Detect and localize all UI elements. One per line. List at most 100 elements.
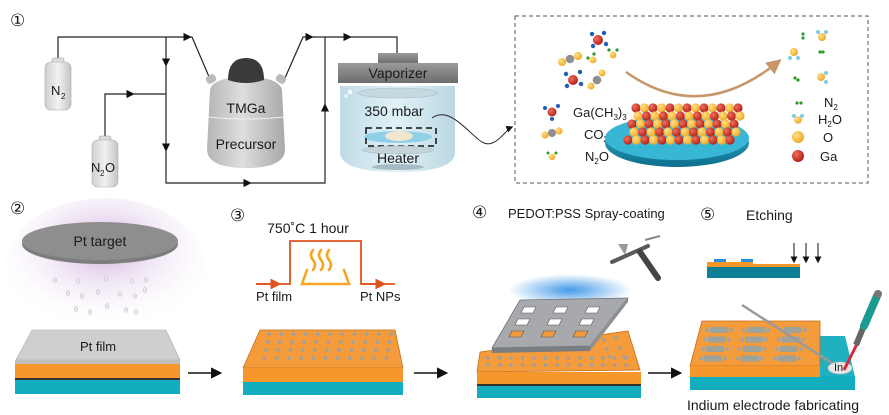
- pt-nanoparticle: [509, 363, 513, 367]
- pedot-electrode: [741, 355, 759, 362]
- ga-atom: [631, 103, 641, 113]
- o-atom: [663, 127, 673, 137]
- pt-nanoparticle: [799, 347, 803, 351]
- o-atom: [701, 111, 711, 121]
- plasma-glow: [5, 198, 205, 338]
- pt-particle: [144, 277, 148, 283]
- pt-nanoparticle: [486, 363, 490, 367]
- pedot-electrode: [706, 346, 724, 352]
- pedot-electrode: [747, 327, 765, 333]
- pt-nanoparticle: [323, 356, 328, 360]
- pt-nanoparticle: [566, 363, 571, 367]
- mask-hole: [584, 306, 601, 314]
- pt-particle: [105, 303, 109, 309]
- pt-nanoparticle: [532, 363, 536, 367]
- heater-icon: [300, 248, 351, 286]
- o-atom: [686, 119, 697, 129]
- step-2-label: ②: [10, 199, 25, 218]
- pt-particle: [53, 277, 57, 283]
- o-atom: [652, 119, 663, 129]
- pt-nanoparticle: [803, 328, 807, 332]
- pt-nanoparticle: [509, 356, 513, 360]
- pt-nanoparticle: [801, 337, 805, 342]
- pt-particle: [118, 291, 122, 297]
- indium-label: In: [834, 362, 843, 374]
- pt-nanoparticle: [340, 332, 345, 336]
- pt-nanoparticle: [337, 348, 342, 352]
- pt-nanoparticle: [612, 356, 617, 360]
- ga-atom: [675, 111, 686, 121]
- step-5-label: ⑤: [700, 205, 715, 224]
- svg-text:N: N: [91, 160, 100, 175]
- ga-atom: [716, 103, 726, 113]
- svg-text:2: 2: [61, 92, 66, 101]
- o-atom: [629, 127, 639, 137]
- pt-nanoparticle: [532, 356, 536, 360]
- ga-atom: [623, 135, 633, 145]
- panel-3-annealing: ③ 750˚C 1 hour Pt film Pt NPs: [230, 206, 449, 395]
- pt-nanoparticle: [555, 356, 559, 360]
- ga-atom: [726, 111, 737, 121]
- o-atom: [650, 111, 660, 121]
- reactant-legend: Ga(CH3)3 CO2 N2O: [541, 104, 627, 166]
- spray-coating-title: PEDOT:PSS Spray-coating: [508, 206, 665, 221]
- ga-atom: [678, 119, 688, 129]
- pt-nanoparticle: [349, 348, 354, 352]
- pt-nanoparticle: [311, 356, 316, 360]
- pt-nanoparticle: [760, 356, 764, 361]
- mask-hole: [514, 318, 531, 326]
- pt-nanoparticle: [589, 356, 594, 360]
- pedot-electrode: [784, 327, 802, 333]
- zoom-connector-arrow: [431, 114, 514, 145]
- pt-nanoparticle: [267, 332, 271, 336]
- o-atom: [690, 103, 701, 113]
- mask-hole: [546, 318, 563, 326]
- reaction-arrow: [625, 59, 782, 98]
- panel-1-mocvd-setup: ① N 2 N 2 O: [10, 11, 869, 188]
- pt-nanoparticle: [612, 363, 617, 367]
- step-1-label: ①: [10, 11, 25, 30]
- ga-atom: [688, 127, 699, 137]
- n2-gas-cylinder: N 2: [44, 57, 72, 111]
- pt-nanoparticle: [555, 363, 559, 367]
- o-atom: [669, 119, 680, 129]
- output-pt-nps-label: Pt NPs: [360, 289, 401, 304]
- ga-atom: [705, 127, 716, 137]
- o-atom: [735, 111, 745, 121]
- pt-nanoparticle: [601, 363, 605, 367]
- pedot-electrode: [782, 336, 800, 343]
- pt-target: Pt target: [22, 222, 178, 264]
- mask-hole: [552, 306, 569, 314]
- vaporizer-chamber: Vaporizer 350 mbar Heater: [338, 53, 514, 172]
- ga-atom: [729, 119, 739, 129]
- step-3-label: ③: [230, 206, 245, 225]
- pt-nanoparticle: [262, 356, 267, 360]
- o-atom: [703, 119, 714, 129]
- product-molecules: [788, 30, 828, 84]
- o-atom: [673, 103, 684, 113]
- pt-nanoparticle: [352, 332, 357, 336]
- device-with-electrodes: In: [689, 290, 882, 390]
- o-atom: [682, 135, 693, 145]
- airbrush-icon: [610, 235, 661, 281]
- pt-nanoparticle: [605, 347, 609, 351]
- pt-nanoparticle: [762, 347, 766, 351]
- etching-title: Etching: [746, 207, 793, 223]
- svg-text:O: O: [823, 130, 833, 145]
- mask-hole: [540, 330, 557, 338]
- reactant-molecules: [558, 30, 619, 90]
- pt-nanoparticle: [299, 356, 303, 360]
- panel-2-pt-sputtering: ② Pt target Pt film: [5, 198, 223, 394]
- pt-nanoparticle: [279, 332, 284, 336]
- pedot-electrode: [710, 327, 728, 333]
- pt-nanoparticle: [364, 332, 369, 336]
- pt-nanoparticle: [543, 356, 548, 360]
- o-atom: [716, 135, 727, 145]
- pt-particle: [143, 287, 147, 293]
- pt-nanoparticle: [520, 363, 525, 367]
- pt-nanoparticle: [374, 348, 378, 352]
- pt-nanoparticle: [328, 332, 332, 336]
- pt-nanoparticle: [777, 337, 781, 342]
- pt-nanoparticle: [277, 340, 282, 344]
